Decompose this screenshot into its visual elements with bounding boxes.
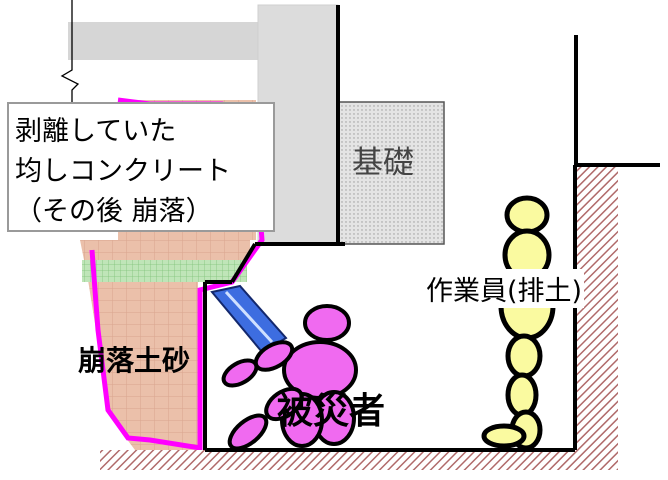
collapsed-soil-label: 崩落土砂 xyxy=(78,344,191,377)
peeled-concrete-callout: 剥離していた 均しコンクリート （その後 崩落） xyxy=(7,102,275,232)
foundation-label: 基礎 xyxy=(352,145,414,181)
worker-figure-icon xyxy=(481,195,556,451)
foundation-block xyxy=(337,101,445,245)
victim-label: 被災者 xyxy=(277,391,386,432)
overhead-slab xyxy=(68,22,268,60)
break-line xyxy=(60,0,80,102)
callout-line-1: 剥離していた xyxy=(15,116,177,147)
callout-line-3: （その後 崩落） xyxy=(15,196,213,227)
callout-line-2: 均しコンクリート xyxy=(15,156,231,187)
worker-label: 作業員(排土) xyxy=(424,269,585,308)
victim-figure-icon xyxy=(221,304,358,451)
collapsed-soil-mass xyxy=(80,240,250,450)
leveling-concrete-layer xyxy=(82,260,247,282)
falling-slab-arrow-icon xyxy=(210,284,288,354)
